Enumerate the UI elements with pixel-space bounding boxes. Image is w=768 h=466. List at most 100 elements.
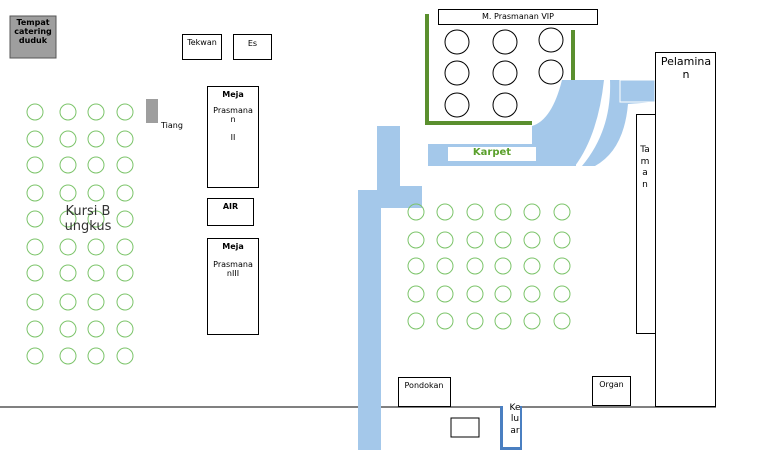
carpet-curve-left — [532, 80, 604, 166]
chair — [436, 312, 454, 330]
chair — [523, 257, 541, 275]
chair — [466, 203, 484, 221]
chair — [116, 293, 134, 311]
chair — [523, 285, 541, 303]
chair — [116, 210, 134, 228]
kursi-bungkus-label: Kursi Bungkus — [64, 204, 112, 234]
carpet-entry — [619, 79, 656, 103]
tiang-pillar — [146, 99, 158, 123]
tekwan-stall: Tekwan — [182, 34, 222, 60]
air-table: AIR — [207, 198, 254, 226]
chair — [26, 184, 44, 202]
chair — [26, 238, 44, 256]
chair — [116, 130, 134, 148]
chair — [87, 184, 105, 202]
chair — [553, 257, 571, 275]
organ-label: Organ — [599, 380, 624, 389]
chair — [466, 231, 484, 249]
pondokan-label: Pondokan — [404, 381, 444, 390]
chairs-left — [26, 103, 134, 365]
chair — [26, 347, 44, 365]
chairs-right — [407, 203, 571, 330]
chair — [436, 231, 454, 249]
chair — [59, 264, 77, 282]
chair — [116, 156, 134, 174]
chair — [494, 312, 512, 330]
organ: Organ — [592, 376, 631, 406]
chair — [87, 293, 105, 311]
chair — [494, 203, 512, 221]
chair — [116, 103, 134, 121]
chair — [494, 231, 512, 249]
chair — [466, 257, 484, 275]
meja3-title: Meja — [222, 242, 244, 251]
meja-prasmanan-3: Meja PrasmananIII — [207, 238, 259, 335]
walkway-vertical — [358, 190, 381, 450]
chair — [87, 320, 105, 338]
chair — [494, 285, 512, 303]
chair — [553, 285, 571, 303]
chair — [87, 130, 105, 148]
chair — [436, 285, 454, 303]
chair — [59, 103, 77, 121]
es-label: Es — [247, 39, 258, 48]
chair — [436, 203, 454, 221]
chair — [26, 210, 44, 228]
chair — [407, 285, 425, 303]
chair — [59, 238, 77, 256]
vip-tables — [444, 27, 564, 118]
tiang-label: Tiang — [161, 121, 183, 130]
chair — [116, 184, 134, 202]
meja2-title: Meja — [222, 90, 244, 99]
carpet-walkways — [358, 79, 656, 450]
chair — [116, 347, 134, 365]
chair — [87, 238, 105, 256]
keluar-label: Keluar — [509, 403, 521, 436]
chair — [523, 312, 541, 330]
chair — [26, 320, 44, 338]
chair — [553, 312, 571, 330]
chair — [116, 264, 134, 282]
bottom-box — [450, 417, 480, 438]
meja2-name: Prasmanan — [213, 106, 253, 125]
pondokan: Pondokan — [398, 377, 451, 407]
chair — [26, 293, 44, 311]
pelaminan-stage: Pelaminan — [655, 52, 716, 407]
taman-label: Taman — [640, 145, 650, 191]
chair — [59, 320, 77, 338]
meja2-num: II — [230, 133, 236, 142]
chair — [116, 238, 134, 256]
karpet-label: Karpet — [448, 147, 536, 161]
chair — [59, 184, 77, 202]
chair — [436, 257, 454, 275]
chair — [87, 210, 105, 228]
chair — [407, 203, 425, 221]
chair — [407, 231, 425, 249]
chair — [407, 312, 425, 330]
chair — [466, 312, 484, 330]
chair — [87, 156, 105, 174]
chair — [523, 203, 541, 221]
chair — [87, 347, 105, 365]
chair — [59, 347, 77, 365]
chair — [466, 285, 484, 303]
pelaminan-label: Pelaminan — [660, 55, 712, 81]
chair — [523, 231, 541, 249]
chair — [407, 257, 425, 275]
meja3-name: PrasmananIII — [213, 260, 253, 279]
air-label: AIR — [222, 202, 239, 211]
chair — [494, 257, 512, 275]
catering-area — [9, 15, 57, 59]
chair — [59, 130, 77, 148]
walkway-step — [377, 186, 422, 208]
chair — [26, 130, 44, 148]
vip-prasmanan-table: M. Prasmanan VIP — [438, 9, 598, 25]
chair — [26, 264, 44, 282]
chair — [26, 156, 44, 174]
chair — [26, 103, 44, 121]
catering-label: Tempat catering duduk — [14, 18, 52, 46]
chair — [553, 203, 571, 221]
chair — [87, 103, 105, 121]
chair — [553, 231, 571, 249]
chair — [116, 320, 134, 338]
